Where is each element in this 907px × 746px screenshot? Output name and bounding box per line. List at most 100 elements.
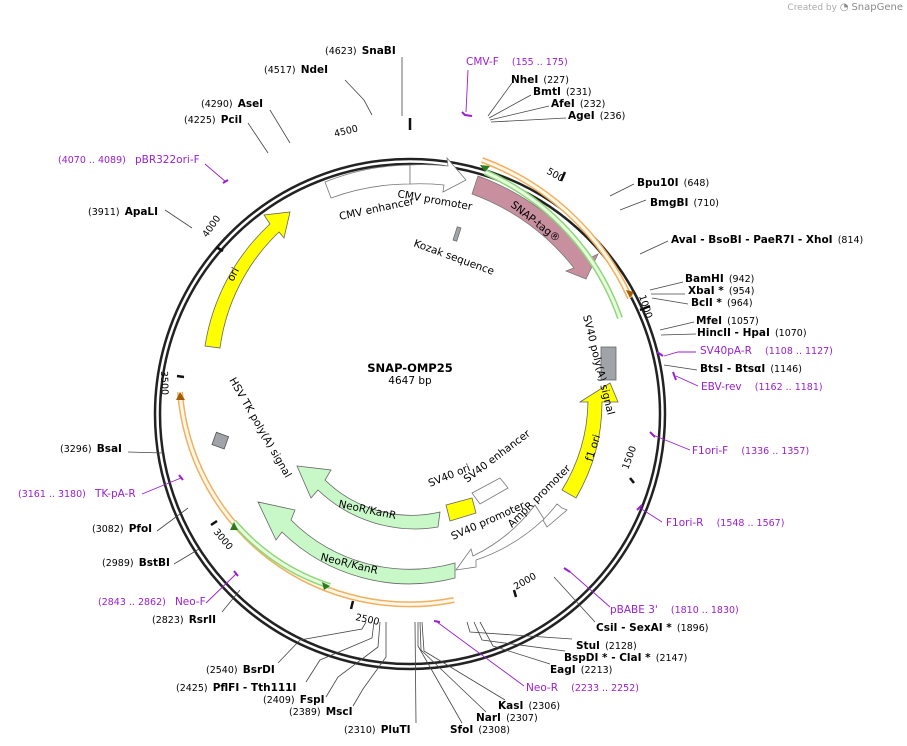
primer-range: (2843 .. 2862) bbox=[98, 597, 166, 608]
svg-text:F1ori-R (1548 .. 1567): F1ori-R (1548 .. 1567) bbox=[666, 511, 784, 530]
enzyme-name: BclI * bbox=[691, 297, 722, 309]
svg-text:StuI (2128): StuI (2128) bbox=[576, 634, 637, 653]
enzyme-leader-lines bbox=[127, 57, 698, 724]
enzyme-name: SfoI bbox=[450, 724, 473, 736]
primer-range: (1108 .. 1127) bbox=[765, 346, 833, 357]
tick-4000: 4000 bbox=[200, 214, 223, 240]
svg-text:BmtI (231): BmtI (231) bbox=[533, 80, 592, 99]
primer-range: (4070 .. 4089) bbox=[58, 155, 126, 166]
svg-text:SV40pA-R (1108 .. 1127): SV40pA-R (1108 .. 1127) bbox=[700, 339, 833, 358]
feature-f1-ori[interactable] bbox=[561, 382, 619, 499]
enzyme-pos: (954) bbox=[729, 286, 755, 297]
enzyme-name: PflFI - Tth111I bbox=[213, 682, 297, 694]
primer-name: F1ori-F bbox=[692, 445, 728, 457]
svg-text:(4290) AseI: (4290) AseI bbox=[201, 92, 263, 111]
label-ori: ori bbox=[225, 266, 242, 284]
svg-text:(3082) PfoI: (3082) PfoI bbox=[92, 517, 152, 536]
feature-sv40-ori[interactable] bbox=[445, 497, 477, 522]
enzyme-pos: (1070) bbox=[775, 328, 807, 339]
primer-name: EBV-rev bbox=[701, 381, 742, 393]
feature-ori[interactable] bbox=[204, 211, 291, 349]
enzyme-pos: (4225) bbox=[184, 115, 216, 126]
svg-text:(2540) BsrDI: (2540) BsrDI bbox=[206, 658, 275, 677]
enzyme-name: MscI bbox=[326, 706, 353, 718]
enzyme-name: RsrII bbox=[189, 614, 216, 626]
enzyme-name: EagI bbox=[550, 664, 576, 676]
enzyme-pos: (2409) bbox=[263, 695, 295, 706]
enzyme-name: StuI bbox=[576, 640, 600, 652]
enzyme-name: BamHI bbox=[685, 273, 724, 285]
enzyme-name: HincII - HpaI bbox=[697, 327, 770, 339]
feature-sv40-enhancer[interactable] bbox=[471, 477, 509, 505]
enzyme-name: KasI bbox=[498, 700, 523, 712]
enzyme-pos: (3911) bbox=[88, 207, 120, 218]
svg-text:XbaI * (954): XbaI * (954) bbox=[688, 279, 754, 298]
tick-500: 500 bbox=[545, 166, 566, 185]
enzyme-pos: (2389) bbox=[289, 707, 321, 718]
svg-text:(2843 .. 2862) Neo-F: (2843 .. 2862) Neo-F bbox=[98, 590, 206, 609]
label-sv40-ori: SV40 ori bbox=[427, 462, 472, 490]
plasmid-name: SNAP-OMP25 bbox=[367, 361, 452, 375]
enzyme-name: ApaLI bbox=[125, 206, 158, 218]
tick-2000: 2000 bbox=[512, 571, 538, 593]
enzyme-pos: (2147) bbox=[656, 653, 688, 664]
enzyme-pos: (964) bbox=[727, 298, 753, 309]
svg-text:HincII - HpaI (1070): HincII - HpaI (1070) bbox=[697, 321, 807, 340]
enzyme-pos: (2307) bbox=[506, 713, 538, 724]
enzyme-pos: (648) bbox=[684, 178, 710, 189]
enzyme-name: NdeI bbox=[301, 64, 328, 76]
svg-text:AgeI (236): AgeI (236) bbox=[568, 104, 625, 123]
svg-text:(2409) FspI: (2409) FspI bbox=[263, 688, 325, 707]
enzyme-name: BsrDI bbox=[243, 664, 275, 676]
enzyme-name: BtsI - BtsαI bbox=[700, 363, 765, 375]
tick-1500: 1500 bbox=[620, 445, 639, 471]
enzyme-name: AfeI bbox=[551, 98, 575, 110]
svg-text:(2310) PluTI: (2310) PluTI bbox=[344, 718, 411, 737]
enzyme-pos: (2310) bbox=[344, 725, 376, 736]
feature-ampr-promoter[interactable] bbox=[539, 503, 568, 528]
snapgene-credit: Created by ◔ SnapGene bbox=[787, 2, 903, 13]
enzyme-name: PluTI bbox=[381, 724, 411, 736]
label-cmv-enhancer: CMV enhancer bbox=[338, 195, 416, 223]
primer-labels: CMV-F (155 .. 175) SV40pA-R (1108 .. 112… bbox=[18, 56, 833, 694]
enzyme-name: AvaI - BsoBI - PaeR7I - XhoI bbox=[671, 234, 833, 246]
enzyme-name: AseI bbox=[238, 98, 263, 110]
svg-text:(4225) PciI: (4225) PciI bbox=[184, 108, 242, 127]
svg-text:(2425) PflFI - Tth111I: (2425) PflFI - Tth111I bbox=[176, 676, 296, 695]
enzyme-name: BstBI bbox=[139, 557, 170, 569]
tick-3000: 3000 bbox=[211, 527, 235, 553]
enzyme-name: NheI bbox=[511, 74, 538, 86]
feature-sv40-promoter[interactable] bbox=[455, 504, 545, 571]
svg-text:(4517) NdeI: (4517) NdeI bbox=[264, 58, 328, 77]
svg-text:(2823) RsrII: (2823) RsrII bbox=[152, 608, 216, 627]
svg-text:BtsI - BtsαI (1146): BtsI - BtsαI (1146) bbox=[700, 357, 802, 376]
plasmid-length: 4647 bp bbox=[388, 375, 432, 387]
tick-4500: 4500 bbox=[333, 123, 359, 140]
feature-neo-inner[interactable] bbox=[296, 465, 441, 530]
primer-name: F1ori-R bbox=[666, 517, 703, 529]
primer-name: SV40pA-R bbox=[700, 345, 752, 357]
enzyme-pos: (4517) bbox=[264, 65, 296, 76]
primer-range: (3161 .. 3180) bbox=[18, 489, 86, 500]
enzyme-pos: (2213) bbox=[581, 665, 613, 676]
enzyme-name: BmtI bbox=[533, 86, 561, 98]
primer-range: (155 .. 175) bbox=[512, 57, 568, 68]
feature-snap-tag[interactable] bbox=[471, 175, 599, 280]
primer-name: Neo-R bbox=[526, 682, 558, 694]
svg-text:(4070 .. 4089) pBR322ori-F: (4070 .. 4089) pBR322ori-F bbox=[58, 148, 200, 167]
svg-text:CsiI - SexAI * (1896): CsiI - SexAI * (1896) bbox=[596, 616, 708, 635]
enzyme-name: SnaBI bbox=[362, 45, 396, 57]
primer-name: TK-pA-R bbox=[94, 488, 136, 500]
enzyme-pos: (942) bbox=[729, 274, 755, 285]
svg-text:EagI (2213): EagI (2213) bbox=[550, 658, 612, 677]
enzyme-name: BsaI bbox=[97, 443, 122, 455]
feature-neo-outer[interactable] bbox=[257, 501, 456, 585]
feature-cmv-promoter[interactable] bbox=[409, 156, 467, 193]
primer-range: (1336 .. 1357) bbox=[741, 446, 809, 457]
enzyme-name: MfeI bbox=[696, 315, 722, 327]
enzyme-pos: (2425) bbox=[176, 683, 208, 694]
feature-orf-snap bbox=[480, 157, 634, 319]
enzyme-pos: (2306) bbox=[528, 701, 560, 712]
svg-text:MfeI (1057): MfeI (1057) bbox=[696, 309, 759, 328]
